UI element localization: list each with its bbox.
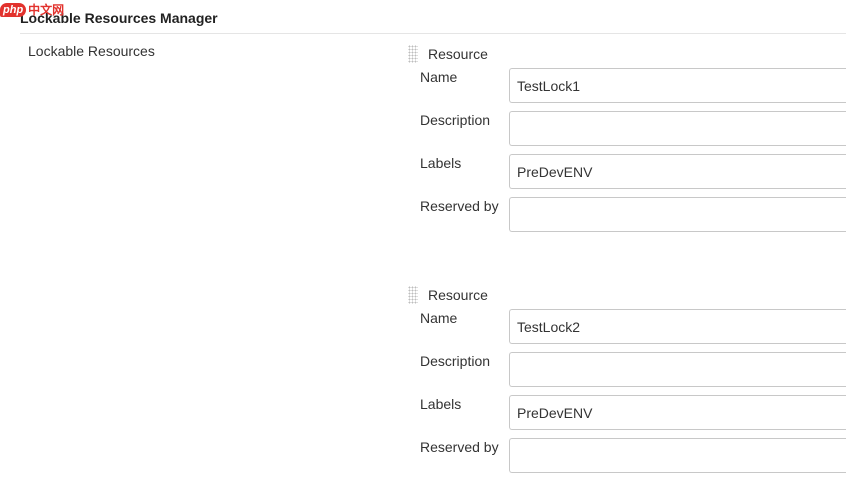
reserved-by-row: Reserved by [408, 437, 846, 473]
labels-row: Labels [408, 394, 846, 430]
name-label: Name [420, 310, 458, 326]
reserved-by-label: Reserved by [420, 198, 499, 214]
watermark: php 中文网 [0, 0, 64, 20]
name-row: Name [408, 67, 846, 103]
name-input[interactable] [509, 68, 846, 103]
description-label: Description [420, 353, 491, 369]
section-title: Lockable Resources Manager [20, 10, 218, 26]
watermark-logo: php [0, 3, 27, 17]
description-input[interactable] [509, 111, 846, 146]
labels-row: Labels [408, 153, 846, 189]
watermark-text: 中文网 [28, 3, 65, 17]
reserved-by-row: Reserved by [408, 196, 846, 232]
reserved-by-input[interactable] [509, 197, 846, 232]
description-row: Description [408, 351, 846, 387]
labels-input[interactable] [509, 154, 846, 189]
section-divider [20, 33, 846, 34]
resource-header: Resource [408, 43, 488, 65]
drag-handle-icon[interactable] [408, 286, 418, 304]
labels-input[interactable] [509, 395, 846, 430]
labels-label: Labels [420, 396, 462, 412]
resource-header-label: Resource [428, 46, 488, 62]
resource-header: Resource [408, 284, 488, 306]
description-row: Description [408, 110, 846, 146]
resource-header-label: Resource [428, 287, 488, 303]
reserved-by-label: Reserved by [420, 439, 499, 455]
labels-label: Labels [420, 155, 462, 171]
drag-handle-icon[interactable] [408, 45, 418, 63]
name-row: Name [408, 308, 846, 344]
reserved-by-input[interactable] [509, 438, 846, 473]
name-input[interactable] [509, 309, 846, 344]
description-label: Description [420, 112, 491, 128]
lockable-resources-label: Lockable Resources [28, 43, 155, 59]
name-label: Name [420, 69, 458, 85]
description-input[interactable] [509, 352, 846, 387]
